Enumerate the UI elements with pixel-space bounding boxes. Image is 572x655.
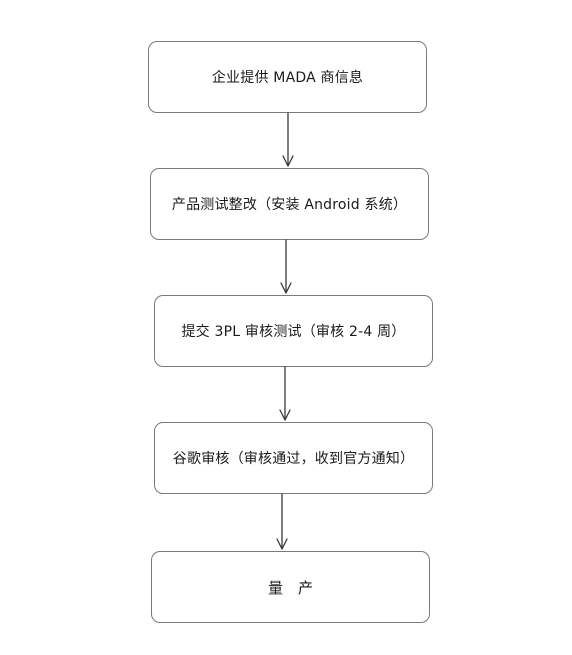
arrow-step-4-to-5 [276,493,288,550]
flow-step-4-label: 谷歌审核（审核通过，收到官方通知） [172,451,415,467]
flow-step-4-google-review: 谷歌审核（审核通过，收到官方通知） [154,422,433,494]
flow-step-2-label: 产品测试整改（安装 Android 系统） [171,197,408,213]
flow-step-5-label: 量 产 [267,578,313,597]
arrow-step-2-to-3 [280,239,292,294]
arrow-step-1-to-2 [282,112,294,167]
flow-step-3-label: 提交 3PL 审核测试（审核 2-4 周） [181,324,406,340]
flow-step-2-product-testing: 产品测试整改（安装 Android 系统） [150,168,429,240]
flow-step-1-label: 企业提供 MADA 商信息 [211,70,364,86]
arrow-step-3-to-4 [279,366,291,421]
flow-step-3-3pl-review: 提交 3PL 审核测试（审核 2-4 周） [154,295,433,367]
flow-step-1-provide-mada-info: 企业提供 MADA 商信息 [148,41,427,113]
flow-step-5-mass-production: 量 产 [151,551,430,623]
